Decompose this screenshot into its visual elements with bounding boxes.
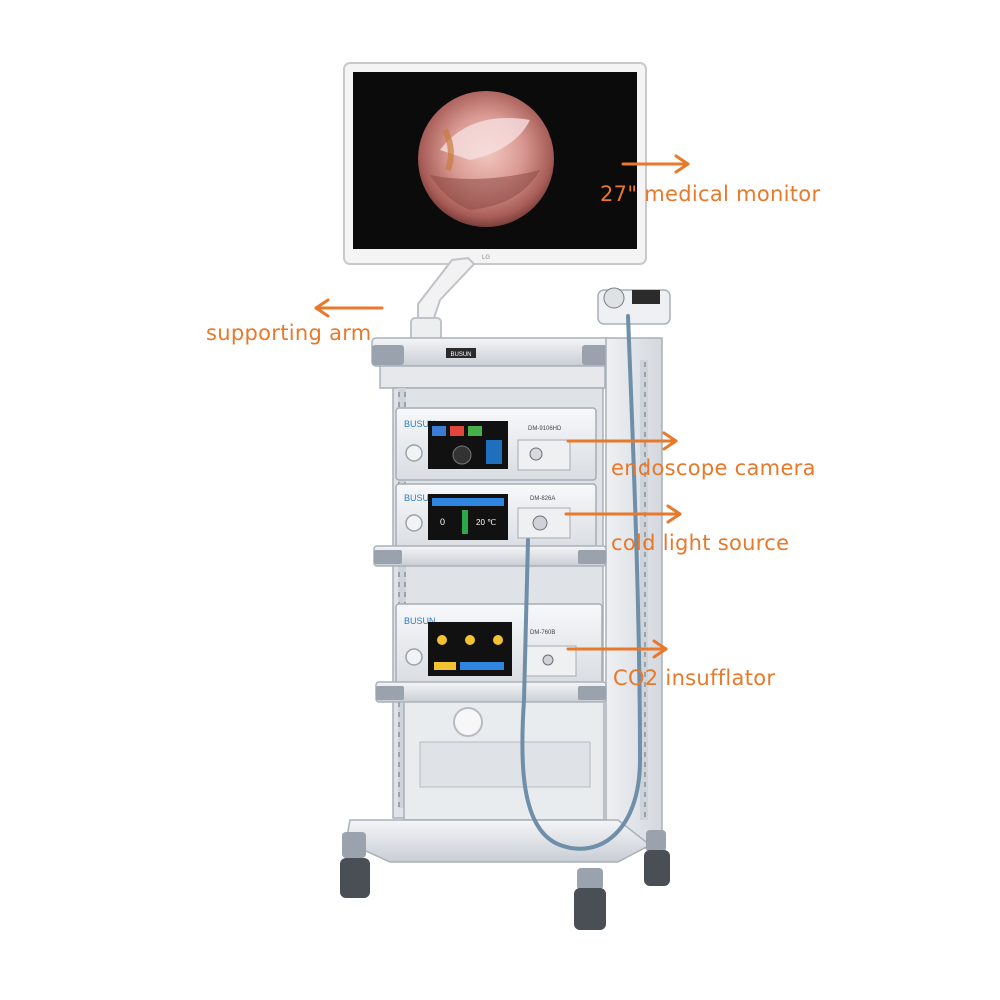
light-temperature: 20 ℃	[476, 518, 496, 527]
supporting-arm	[410, 256, 476, 345]
cold-light-source-unit: BUSUN 0 20 ℃ DM-826A	[395, 483, 597, 551]
endoscope-camera-label: endoscope camera	[611, 456, 816, 480]
cart-top: BUSUN	[371, 337, 614, 389]
co2-insufflator-label: CO2 insufflator	[613, 666, 776, 690]
monitor-logo: LG	[482, 255, 490, 261]
cold-light-source-label: cold light source	[611, 531, 790, 555]
medical-monitor: LG	[343, 62, 647, 265]
callout-arrows	[314, 154, 690, 659]
co2-insufflator-unit: BUSUN DM-760B	[395, 603, 603, 685]
camera-head-holder	[597, 287, 671, 325]
casters	[340, 830, 670, 930]
insufflator-brand: BUSUN	[404, 616, 436, 626]
camera-cable	[520, 314, 643, 851]
camera-arrow	[566, 431, 678, 451]
light-model: DM-826A	[530, 496, 555, 502]
light-arrow	[564, 504, 682, 524]
shelf-middle	[373, 545, 607, 567]
insufflator-arrow	[566, 639, 668, 659]
arm-badge: BUSUN	[450, 352, 471, 358]
monitor-arrow	[621, 154, 690, 174]
camera-model: DM-9106HD	[528, 426, 562, 432]
shelf-lower	[375, 681, 607, 703]
monitor-label: 27" medical monitor	[600, 182, 821, 206]
endoscope-camera-unit: BUSUN DM-9106HD	[395, 407, 597, 481]
arm-arrow	[314, 298, 384, 318]
supporting-arm-label: supporting arm	[206, 321, 372, 345]
light-brand: BUSUN	[404, 493, 436, 503]
light-zero: 0	[440, 517, 445, 527]
insufflator-model: DM-760B	[530, 630, 555, 636]
camera-brand: BUSUN	[404, 419, 436, 429]
